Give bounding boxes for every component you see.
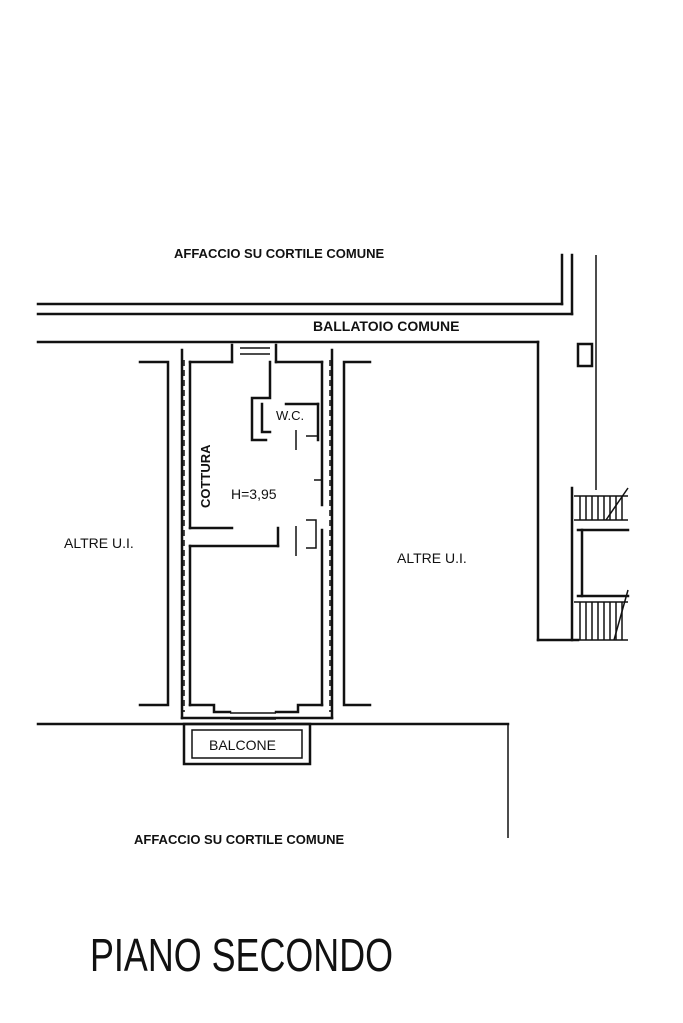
- gallery-walls: [36, 253, 597, 642]
- wc-label: W.C.: [276, 408, 305, 423]
- courtyard-bottom-label: AFFACCIO SU CORTILE COMUNE: [134, 832, 345, 847]
- balcony-label: BALCONE: [209, 737, 276, 753]
- facade-and-balcony: [36, 703, 510, 838]
- neighbour-walls: [138, 360, 372, 707]
- other-units-right-label: ALTRE U.I.: [397, 550, 467, 566]
- apartment-walls: [180, 343, 334, 720]
- courtyard-top-label: AFFACCIO SU CORTILE COMUNE: [174, 246, 385, 261]
- interior-partitions: [188, 360, 322, 556]
- floor-title: PIANO SECONDO: [90, 929, 394, 981]
- ceiling-height-label: H=3,95: [231, 486, 277, 502]
- staircase: [570, 342, 630, 642]
- cooking-label: COTTURA: [198, 444, 213, 508]
- gallery-label: BALLATOIO COMUNE: [313, 318, 460, 334]
- other-units-left-label: ALTRE U.I.: [64, 535, 134, 551]
